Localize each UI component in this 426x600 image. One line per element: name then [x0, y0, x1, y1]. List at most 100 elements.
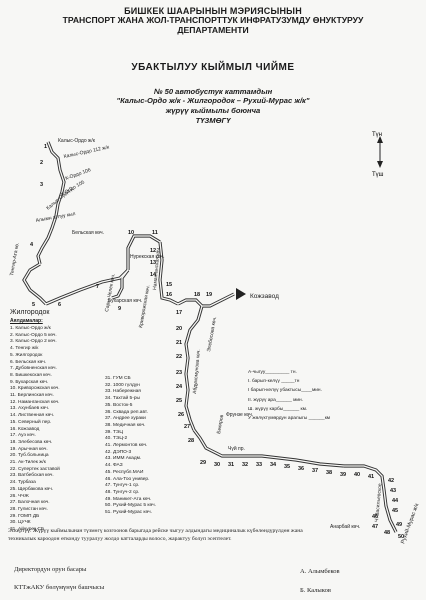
stop-list-item: 11. Берлинская көч. — [10, 393, 54, 399]
stop-list-item: 42. ДЭПО-3 — [105, 449, 132, 455]
label-kalys-ordo-112: Калыс-Ордо 112 ж/к — [63, 144, 110, 160]
stop-list-item: 2. Калыс-Ордо 5 көч. — [10, 332, 57, 338]
stop-list-item: 40. ТЭЦ-2 — [105, 436, 128, 442]
label-mira: Бекиров — [216, 414, 225, 434]
stop-num: 29 — [200, 460, 206, 466]
stop-num: 4 — [30, 242, 34, 248]
stop-list-item: 45. Республ.МАИ — [105, 469, 144, 475]
compass-south: Түш — [372, 172, 384, 178]
stop-list-item: 7. Дубовненская көч. — [10, 366, 57, 372]
stop-list-item: 6. Бельская көч. — [10, 359, 47, 365]
route-inner-buharskaya — [111, 269, 129, 299]
stop-list-item: 8. Бишкекская көч. — [10, 372, 52, 378]
stop-num: 16 — [166, 292, 172, 298]
stop-num: 11 — [152, 230, 158, 236]
stop-num: 30 — [214, 462, 220, 468]
label-k-ordo-106: К-Ордо 106 — [65, 167, 92, 182]
stop-list-item: 10. Криворожская көч. — [10, 386, 60, 392]
stop-list-item: 17. Ауэ көч. — [10, 433, 36, 439]
stop-num: 14 — [150, 272, 157, 278]
info-line-5: Ш. жүрүү карбы______ км. — [248, 406, 308, 412]
stop-num: 5 — [32, 302, 35, 308]
stop-num: 28 — [188, 438, 194, 444]
document-title: УБАКТЫЛУУ КЫЙМЫЛ ЧИЙМЕ — [131, 62, 295, 73]
stop-num: 17 — [176, 310, 182, 316]
stop-num: 31 — [228, 462, 234, 468]
stop-num: 18 — [194, 292, 200, 298]
stop-list-item: 1. Калыс-Ордо ж/к — [10, 326, 51, 331]
stop-num: 38 — [326, 470, 332, 476]
stop-list-item: 14. Лиственная көч. — [10, 413, 55, 419]
stop-list-item: 51. Рухий-Мурас көч. — [105, 510, 153, 516]
route-inner-tenger — [23, 263, 47, 305]
label-tenger: Тенгир-Ата кө. — [9, 242, 21, 276]
stop-list-item: 19. Арычная көч. — [10, 446, 48, 452]
stop-num: 47 — [372, 524, 378, 530]
stop-list-item: 3. Калыс-Ордо 2 көч. — [10, 339, 57, 345]
stop-list-item: 24. Турбаза — [10, 480, 36, 486]
route-inner-sary-chelek — [127, 235, 161, 270]
route-inner-chuy — [193, 429, 345, 467]
stop-list-item: 22. Супертек заставой — [10, 466, 60, 472]
route-path-inner — [23, 141, 397, 533]
header-line-2: ТРАНСПОРТ ЖАНА ЖОЛ-ТРАНСПОРТТУК ИНФРАТУЗ… — [62, 15, 364, 25]
stop-num: 50 — [398, 534, 404, 540]
stop-num: 27 — [184, 424, 190, 430]
stop-num: 25 — [176, 398, 182, 404]
stop-num: 20 — [176, 326, 182, 332]
stop-list-item: 27. Балочная көч. — [10, 500, 50, 506]
stop-num: 10 — [128, 230, 134, 236]
stop-num: 23 — [176, 370, 182, 376]
compass: Түн Түш — [372, 132, 384, 178]
signature-left-2: КТТжАКУ бөлүмүнүн башчысы — [14, 584, 105, 591]
stop-num: 22 — [176, 354, 182, 360]
route-inner-belskaya — [45, 269, 129, 305]
signature-left-1: Директордун орун басары — [14, 566, 87, 573]
stop-list-item: 28. Гулистан көч. — [10, 506, 48, 512]
info-line-2: I. барып-келүү _____тн — [248, 379, 300, 385]
stop-num: 42 — [388, 478, 394, 484]
stop-list-item: 36. Сквада реп.авт. — [105, 409, 148, 415]
route-inner-kozhzavod — [177, 293, 235, 307]
stop-list-item: 35. Восток-5 — [105, 402, 133, 408]
stop-num: 7 — [96, 284, 99, 290]
stop-list-item: 49. Маникет-Ата көч. — [105, 496, 152, 502]
label-kozhzavod: Кожзавод — [250, 293, 279, 300]
stop-list-item: 26. ЧЧЖ — [10, 493, 29, 499]
label-vasilevskoe: Ч. Васильевское — [374, 483, 383, 522]
signature-right-2: Б. Калыков — [300, 587, 331, 594]
stop-list-item: 44. ФАЗ — [105, 463, 123, 469]
stop-num: 40 — [354, 472, 360, 478]
stop-num: 36 — [298, 466, 304, 472]
label-buharskaya: Бухарская көч. — [108, 298, 142, 304]
stop-list-item: 41. Лермонтов көч. — [105, 443, 148, 449]
route-segment-tenger — [22, 262, 48, 306]
label-chuy: Чүй пр. — [228, 445, 245, 452]
header-line-1: БИШКЕК ШААРЫНЫН МЭРИЯСЫНЫН — [124, 6, 302, 16]
info-line-6: У жөлүктүмөрдүн аралыгы ______км — [248, 416, 331, 422]
stop-list-item: 31. Айчурек СБ — [10, 527, 45, 533]
route-segment-chuy — [192, 429, 345, 468]
compass-north: Түн — [372, 132, 382, 138]
stop-list-item: 30. ЦУЧК — [10, 520, 31, 526]
label-zhilgorodok: Жилгородок — [10, 309, 50, 316]
stop-num: 48 — [384, 530, 390, 536]
subtitle-line-1: № 50 автобустук каттамдын — [153, 87, 273, 96]
label-kalys-ordo: Калыс-Ордо ж/к — [58, 138, 96, 144]
label-sary-chelek: Сары-Челек көч. — [104, 273, 117, 312]
compass-arrow-down-icon — [377, 161, 383, 168]
stop-num: 6 — [58, 302, 61, 308]
stop-num: 24 — [176, 384, 183, 390]
stop-num: 15 — [166, 282, 172, 288]
stop-list-item: 12. Наманганская көч. — [10, 399, 60, 405]
stop-list-item: 4. Тенгир ж/к — [10, 346, 39, 352]
route-map: Түн Түш Калыс-Ордо ж/к Калыс-Ордо 112 ж/… — [9, 132, 421, 545]
stop-list-item: 46. Ала-Тоо универ. — [105, 476, 150, 482]
stop-num: 33 — [256, 462, 262, 468]
stop-list-item: 23. Ватбебская көч. — [10, 473, 54, 479]
label-belskaya: Бельская көч. — [72, 230, 104, 236]
stop-num: 13 — [150, 260, 156, 266]
stop-num: 37 — [312, 468, 318, 474]
stop-list-item: 31. ГУМ СБ — [105, 376, 131, 381]
